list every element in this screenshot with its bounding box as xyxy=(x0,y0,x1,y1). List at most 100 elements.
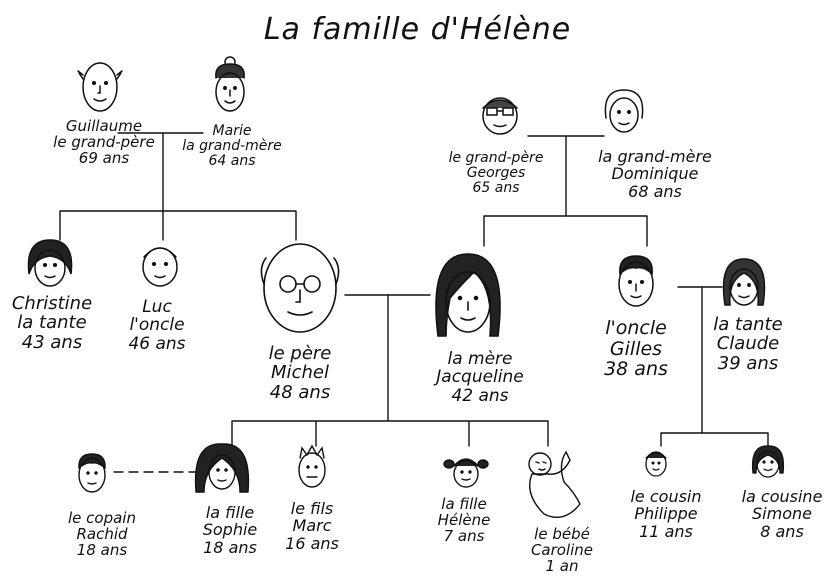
label-helene: la fille Hélène 7 ans xyxy=(438,496,491,545)
woman-face-icon xyxy=(722,258,766,306)
name-marie: Marie xyxy=(212,123,252,139)
name-jacqueline: Jacqueline xyxy=(436,367,524,388)
person-jacqueline xyxy=(435,253,501,337)
role-dominique: la grand-mère xyxy=(598,147,712,166)
man-face-icon xyxy=(142,247,178,287)
person-claude xyxy=(722,258,766,306)
age-rachid: 18 ans xyxy=(76,541,128,560)
father-glasses-face-icon xyxy=(260,243,340,333)
person-marie xyxy=(215,56,245,112)
girl-pigtails-face-icon xyxy=(443,458,489,488)
role-marc: le fils xyxy=(290,499,334,518)
name-simone: Simone xyxy=(752,504,812,524)
label-philippe: le cousin Philippe 11 ans xyxy=(630,488,701,540)
age-georges: 65 ans xyxy=(472,180,520,197)
name-guillaume: Guillaume xyxy=(65,117,143,135)
label-jacqueline: la mère Jacqueline 42 ans xyxy=(436,350,523,405)
label-marc: le fils Marc 16 ans xyxy=(285,500,339,552)
name-dominique: Dominique xyxy=(611,164,699,184)
baby-swaddled-icon xyxy=(528,450,581,518)
sibling-bar-michel-children xyxy=(231,420,549,447)
name-christine: Christine xyxy=(11,293,93,314)
label-sophie: la fille Sophie 18 ans xyxy=(203,504,258,556)
age-christine: 43 ans xyxy=(21,331,83,353)
person-marc xyxy=(298,444,326,488)
label-christine: Christine la tante 43 ans xyxy=(11,293,93,353)
name-rachid: Rachid xyxy=(76,525,128,544)
sibling-bar-guillaume-children xyxy=(59,210,297,241)
diagram-title: La famille d'Hélène xyxy=(263,12,572,47)
age-marc: 16 ans xyxy=(285,533,339,553)
age-gilles: 38 ans xyxy=(604,358,668,381)
age-sophie: 18 ans xyxy=(203,537,257,557)
mother-long-hair-face-icon xyxy=(435,253,501,337)
age-simone: 8 ans xyxy=(760,521,804,541)
role-gilles: l'oncle xyxy=(605,317,667,339)
person-michel xyxy=(260,243,340,333)
role-michel: le père xyxy=(268,343,332,364)
age-guillaume: 69 ans xyxy=(78,149,130,168)
age-dominique: 68 ans xyxy=(628,181,682,201)
person-simone xyxy=(751,445,785,478)
person-philippe xyxy=(645,451,667,477)
label-luc: Luc l'oncle 46 ans xyxy=(128,298,185,353)
name-caroline: Caroline xyxy=(530,541,594,560)
role-sophie: la fille xyxy=(205,503,255,522)
person-caroline xyxy=(528,450,581,518)
name-philippe: Philippe xyxy=(634,504,698,524)
label-dominique: la grand-mère Dominique 68 ans xyxy=(598,148,712,200)
age-claude: 39 ans xyxy=(717,352,779,374)
age-philippe: 11 ans xyxy=(639,521,693,541)
name-michel: Michel xyxy=(271,362,329,384)
grandfather-glasses-face-icon xyxy=(482,97,518,135)
role-marie: la grand-mère xyxy=(182,138,282,155)
sibling-bar-gilles-children xyxy=(660,432,769,447)
girl-face-icon xyxy=(751,445,785,478)
role-helene: la fille xyxy=(441,495,487,513)
role-christine: la tante xyxy=(17,312,87,334)
person-luc xyxy=(142,247,178,287)
person-guillaume xyxy=(77,62,123,112)
person-helene xyxy=(443,458,489,488)
name-sophie: Sophie xyxy=(202,520,258,540)
age-michel: 48 ans xyxy=(269,381,331,403)
label-caroline: le bébé Caroline 1 an xyxy=(531,526,593,575)
label-georges: le grand-père Georges 65 ans xyxy=(448,150,544,197)
boy-face-icon xyxy=(645,451,667,477)
role-caroline: le bébé xyxy=(534,525,590,543)
grandmother-face-icon xyxy=(604,89,644,133)
person-sophie xyxy=(194,443,250,493)
role-simone: la cousine xyxy=(741,487,823,506)
boy-face-icon xyxy=(78,453,106,493)
age-caroline: 1 an xyxy=(545,557,579,576)
age-marie: 64 ans xyxy=(208,153,256,170)
person-georges xyxy=(482,97,518,135)
woman-face-icon xyxy=(27,239,73,287)
role-philippe: le cousin xyxy=(630,487,702,506)
bald-grandfather-face-icon xyxy=(77,62,123,112)
sibling-bar-georges-children xyxy=(483,215,648,247)
person-gilles xyxy=(618,255,654,307)
label-marie: Marie la grand-mère 64 ans xyxy=(182,123,282,170)
label-guillaume: Guillaume le grand-père 69 ans xyxy=(53,118,155,167)
boy-spiky-hair-face-icon xyxy=(298,444,326,488)
role-jacqueline: la mère xyxy=(447,349,513,369)
role-georges: le grand-père xyxy=(448,150,544,166)
name-marc: Marc xyxy=(292,516,332,536)
name-helene: Hélène xyxy=(437,511,491,530)
role-rachid: le copain xyxy=(68,509,136,527)
label-rachid: le copain Rachid 18 ans xyxy=(68,510,136,559)
label-gilles: l'oncle Gilles 38 ans xyxy=(604,318,668,380)
age-luc: 46 ans xyxy=(128,333,186,354)
age-helene: 7 ans xyxy=(443,527,485,546)
name-georges: Georges xyxy=(466,165,526,182)
name-luc: Luc xyxy=(142,297,172,317)
role-luc: l'oncle xyxy=(129,315,185,336)
role-guillaume: le grand-père xyxy=(53,133,155,152)
person-rachid xyxy=(78,453,106,493)
person-christine xyxy=(27,239,73,287)
grandmother-bun-face-icon xyxy=(215,56,245,112)
label-simone: la cousine Simone 8 ans xyxy=(742,488,823,540)
role-claude: la tante xyxy=(713,314,783,335)
